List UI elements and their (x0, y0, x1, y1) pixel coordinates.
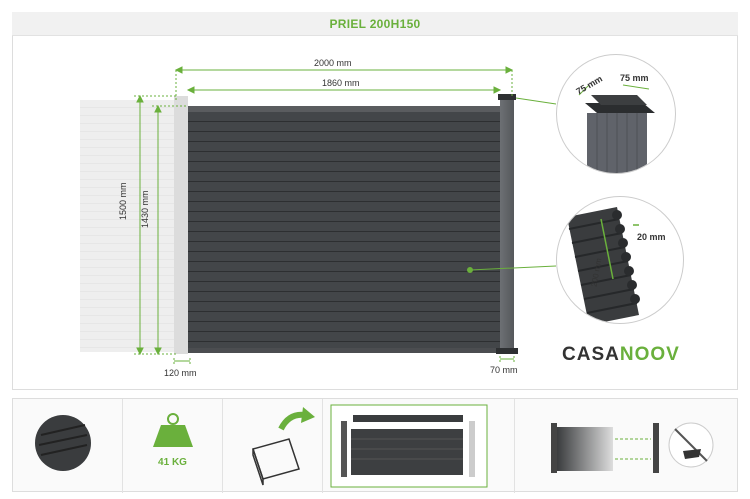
extension-illustration (551, 422, 714, 473)
post-detail-illustration (578, 84, 655, 173)
panel-height-label: 1430 mm (140, 190, 150, 228)
panel-width-label: 1860 mm (322, 78, 360, 88)
ghost-post (174, 96, 188, 354)
assembly-cell (323, 399, 515, 493)
total-width-label: 2000 mm (314, 58, 352, 68)
total-height-label: 1500 mm (118, 182, 128, 220)
brand-part2: NOOV (619, 344, 680, 365)
board-thickness-label: 20 mm (637, 232, 666, 242)
box-icon (252, 407, 315, 486)
brand-part1: CASA (562, 344, 620, 365)
board-detail-circle (556, 196, 684, 324)
post-cap (498, 94, 516, 100)
fence-base-rail (188, 348, 500, 353)
post-detail-circle (556, 54, 676, 174)
brand-logo: CASANOOV (562, 344, 680, 366)
weight-label: 41 KG (158, 457, 187, 468)
material-swatch-icon (35, 415, 91, 471)
fence-panel (188, 106, 500, 348)
extension-cell (515, 399, 739, 493)
feature-bar: 41 KG (12, 398, 739, 493)
board-detail-illustration (567, 207, 640, 323)
weight-icon (153, 413, 193, 447)
post-right-label: 70 mm (490, 365, 518, 375)
packaging-cell (223, 399, 323, 493)
ghost-fence-panel (80, 100, 178, 352)
fence-post (500, 96, 514, 350)
material-cell (13, 399, 123, 493)
weight-cell: 41 KG (123, 399, 223, 493)
page-title: PRIEL 200H150 (12, 12, 738, 36)
post-side-b-label: 75 mm (620, 73, 649, 83)
post-foot (496, 348, 518, 354)
assembly-diagram (330, 404, 488, 488)
post-left-label: 120 mm (164, 368, 197, 378)
